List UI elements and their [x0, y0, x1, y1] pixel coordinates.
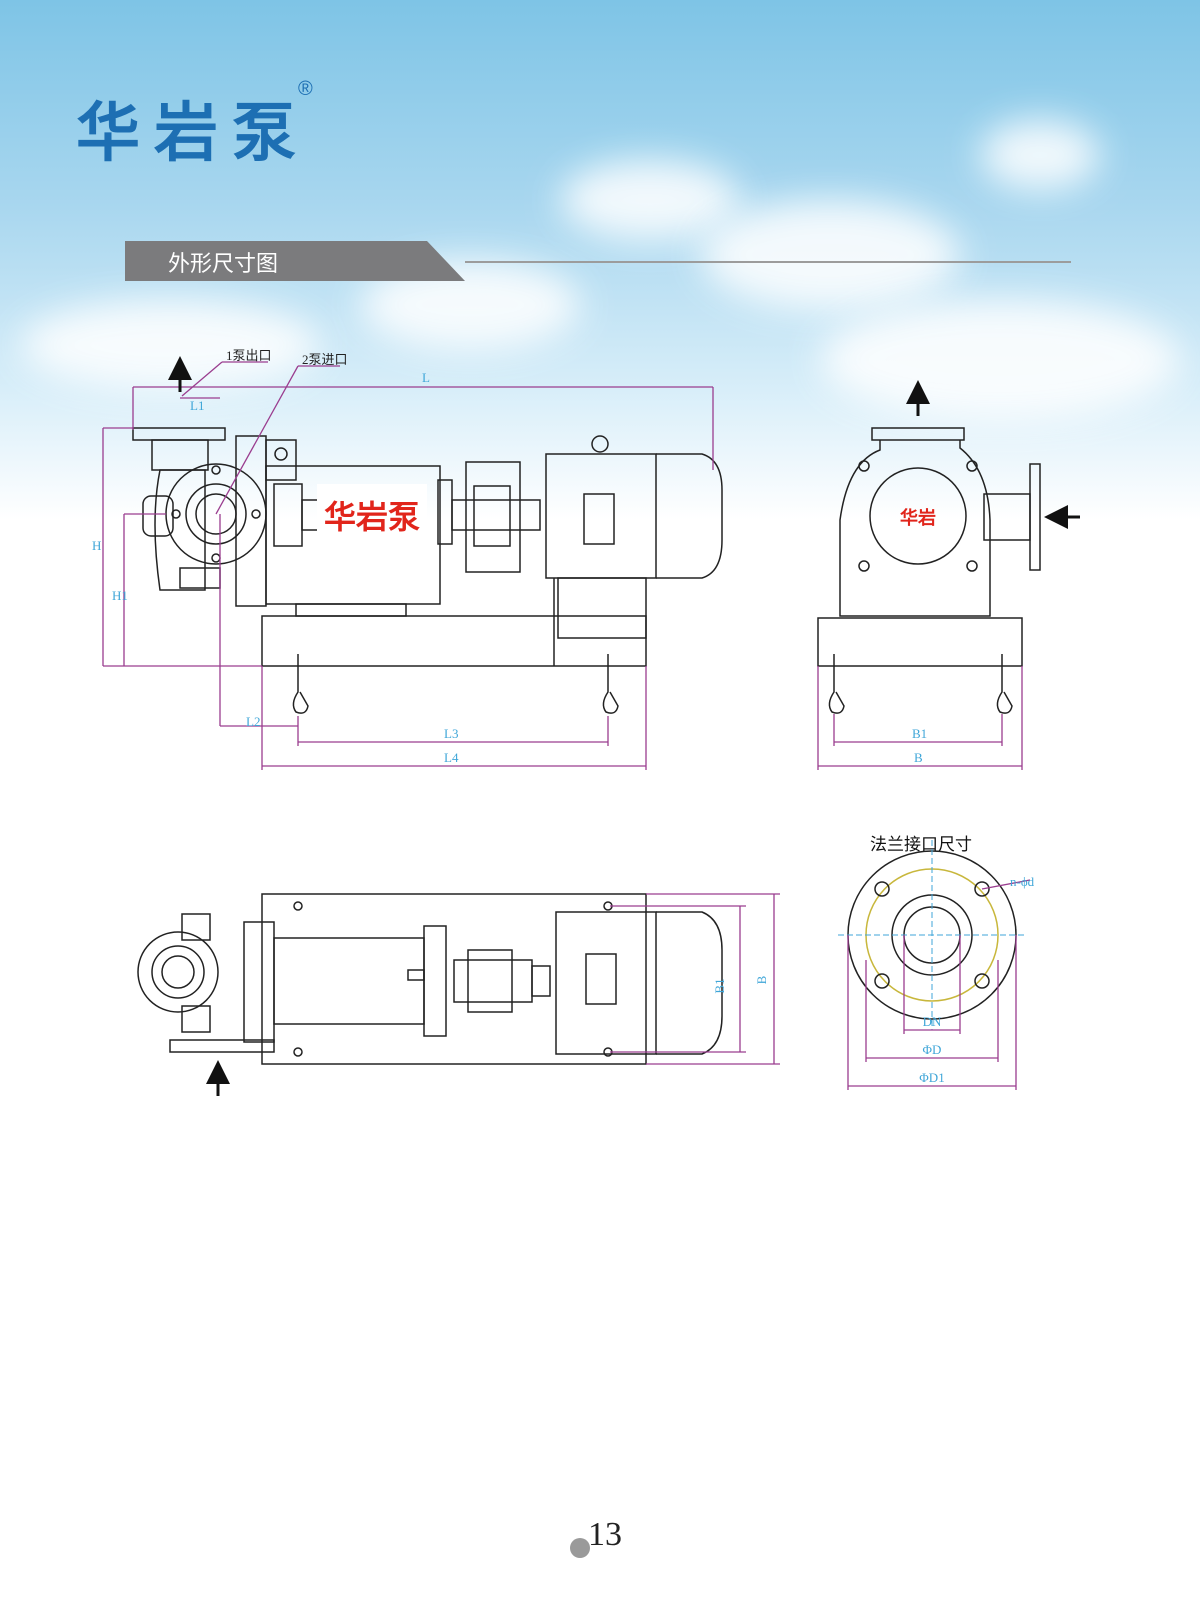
cloud	[560, 160, 740, 240]
dim-DN: DN	[923, 1014, 942, 1029]
dim-B1-side: B1	[912, 726, 927, 741]
dim-H1: H1	[112, 588, 128, 603]
cloud	[700, 200, 960, 310]
section-tab	[125, 241, 465, 281]
cloud	[820, 300, 1180, 420]
front-dimensions	[102, 361, 714, 770]
dim-L4: L4	[444, 750, 459, 765]
section-rule	[465, 261, 1071, 263]
dim-phiD: ΦD	[923, 1042, 942, 1057]
dim-B1-top: B1	[712, 978, 727, 993]
pump-label-small: 华岩	[900, 507, 936, 529]
dim-L1: L1	[190, 398, 204, 413]
pump-label-bg	[317, 484, 427, 546]
dim-phiD1: ΦD1	[919, 1070, 944, 1085]
dim-L2: L2	[246, 714, 260, 729]
dim-L: L	[422, 370, 430, 385]
flange-dimensions	[847, 879, 1031, 1090]
section-title: 外形尺寸图	[168, 252, 279, 277]
top-dimensions	[610, 893, 780, 1065]
pump-label: 华岩泵	[324, 498, 420, 536]
dim-H: H	[92, 538, 101, 553]
registered-mark: ®	[298, 78, 313, 100]
side-dimensions	[817, 666, 1023, 770]
inlet-label: 2泵进口	[302, 352, 348, 367]
brand-logo: 华岩泵	[76, 97, 310, 171]
dim-L3: L3	[444, 726, 458, 741]
dim-n-phid: n-ϕd	[1010, 874, 1035, 889]
dim-B-top: B	[754, 975, 769, 984]
outlet-label: 1泵出口	[226, 348, 272, 363]
front-view	[132, 427, 723, 714]
dim-B-side: B	[914, 750, 923, 765]
page-number: 13	[588, 1516, 622, 1553]
cloud	[980, 120, 1100, 190]
flange-title: 法兰接口尺寸	[870, 835, 972, 855]
top-view	[137, 893, 723, 1065]
side-view	[817, 427, 1041, 714]
page-dot	[570, 1538, 590, 1558]
